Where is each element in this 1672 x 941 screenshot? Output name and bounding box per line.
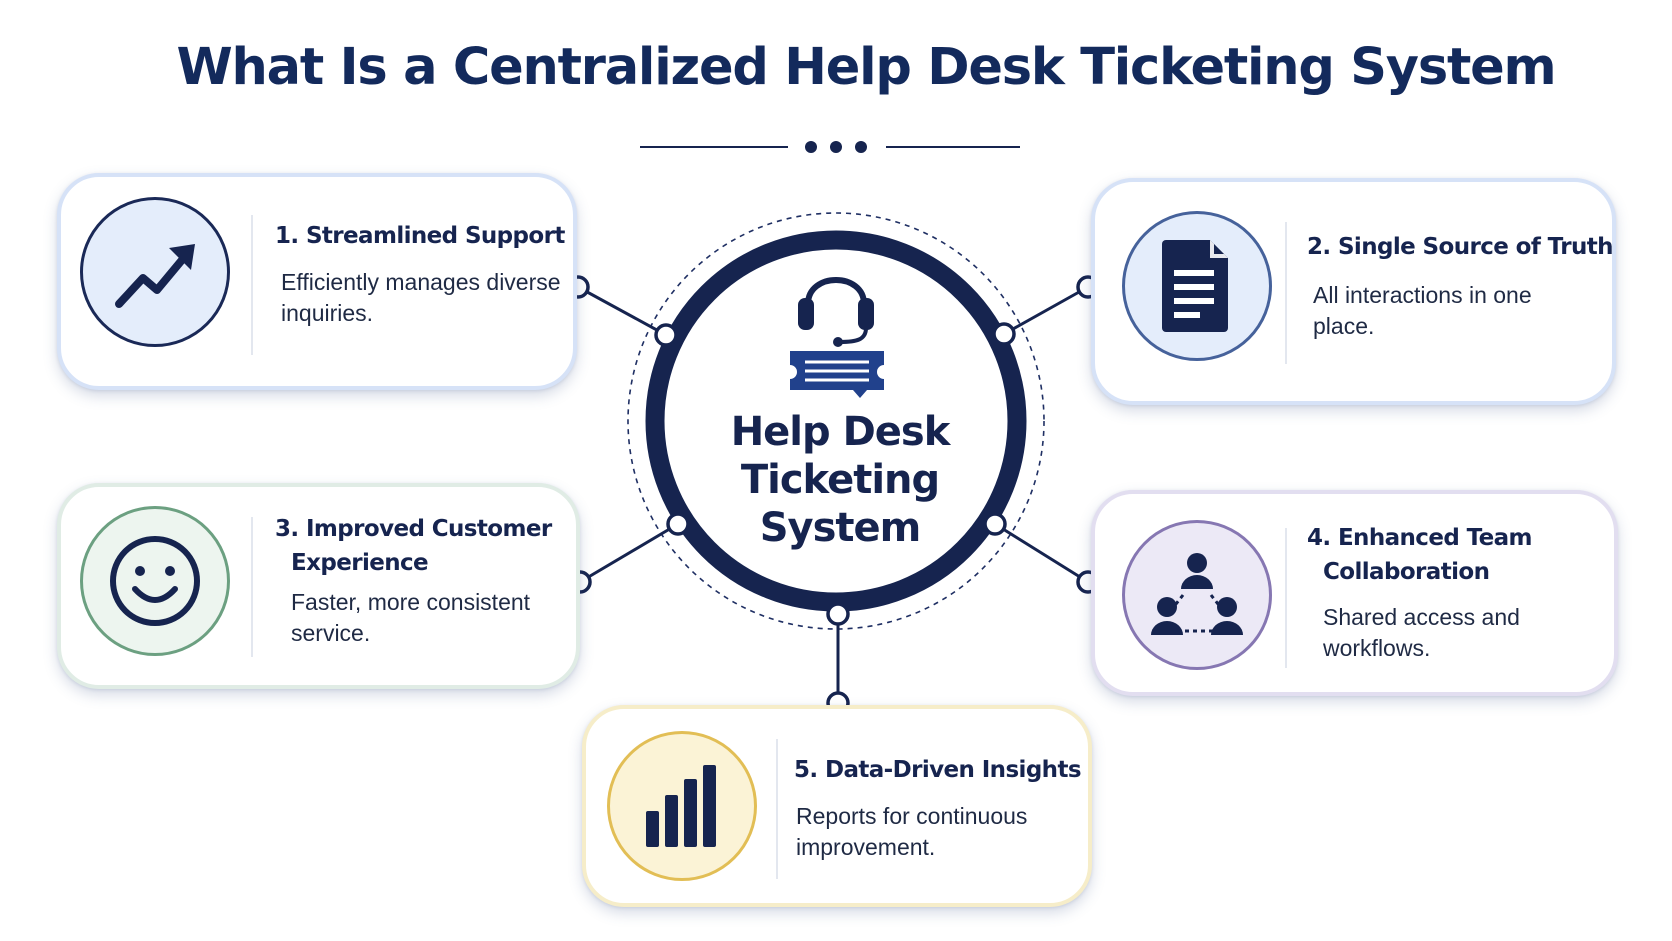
hub-label: Help Desk Ticketing System: [730, 409, 951, 551]
card-divider: [251, 517, 253, 657]
connector-lines: [577, 285, 1089, 703]
page-title: What Is a Centralized Help Desk Ticketin…: [176, 38, 1556, 97]
card-description: All interactions in one place.: [1313, 282, 1532, 339]
card-divider: [1285, 528, 1287, 668]
trend-up-icon: [80, 197, 230, 347]
card-single-source-of-truth: 2. Single Source of Truth All interactio…: [1091, 178, 1616, 405]
document-icon: [1122, 211, 1272, 361]
card-title: 2. Single Source of Truth: [1307, 234, 1614, 260]
card-title: 5. Data-Driven Insights: [794, 757, 1082, 783]
card-title: 3. Improved Customer Experience: [275, 516, 552, 576]
team-icon: [1122, 520, 1272, 670]
card-description: Shared access and workflows.: [1323, 604, 1520, 661]
hub-dashed-orbit: [627, 212, 1045, 630]
card-title: 1. Streamlined Support: [275, 223, 565, 249]
card-title: 4. Enhanced Team Collaboration: [1307, 525, 1533, 585]
card-description: Faster, more consistent service.: [291, 589, 531, 646]
smiley-icon: [80, 506, 230, 656]
card-divider: [251, 215, 253, 355]
card-divider: [1285, 222, 1287, 364]
card-description: Reports for continuous improvement.: [796, 803, 1028, 860]
card-streamlined-support: 1. Streamlined Support Efficiently manag…: [57, 173, 577, 390]
card-data-driven-insights: 5. Data-Driven Insights Reports for cont…: [582, 705, 1092, 907]
hub-ring: [645, 230, 1027, 612]
headset-ticket-icon: [790, 277, 884, 398]
bar-chart-icon: [607, 731, 757, 881]
title-divider: [640, 141, 1020, 153]
card-improved-customer-experience: 3. Improved Customer Experience Faster, …: [57, 483, 580, 689]
card-enhanced-team-collaboration: 4. Enhanced Team Collaboration Shared ac…: [1091, 490, 1618, 696]
card-description: Efficiently manages diverse inquiries.: [281, 269, 561, 326]
card-divider: [776, 739, 778, 879]
